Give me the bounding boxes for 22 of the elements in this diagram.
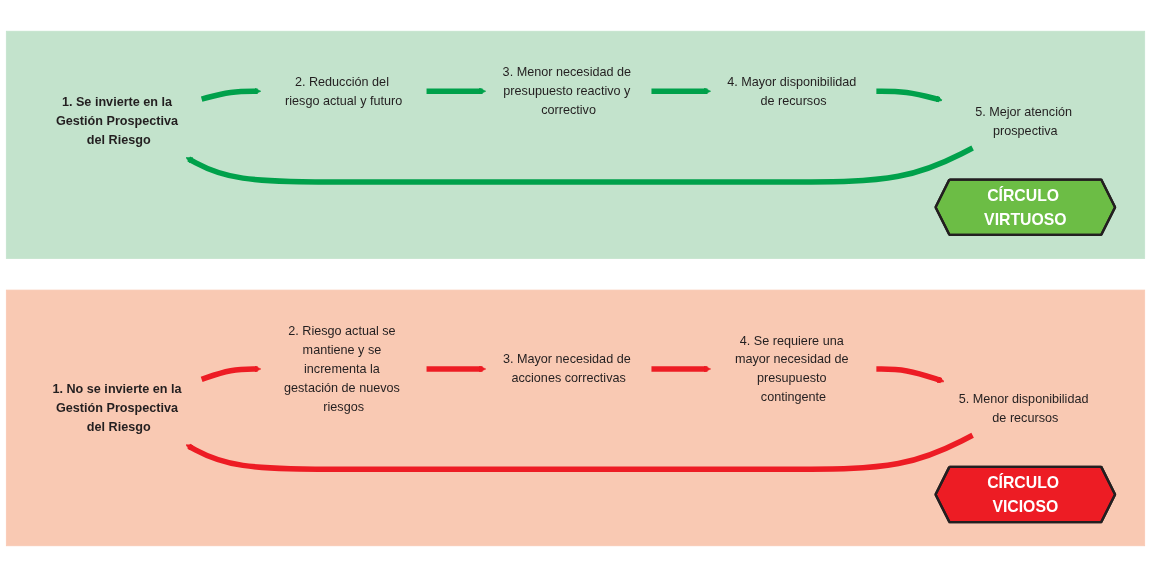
node-text: 4. Se requiere una mayor necesidad de presupuesto contingente — [734, 333, 849, 404]
node-text: 5. Mejor atención prospectiva — [975, 104, 1072, 137]
cluster — [5, 289, 1146, 547]
arrow — [651, 365, 711, 373]
arrow — [651, 87, 711, 95]
arrow — [876, 366, 945, 384]
arrow — [200, 87, 262, 102]
arrow — [876, 88, 943, 103]
arrow — [200, 365, 262, 382]
arrow — [426, 365, 487, 373]
arrow — [185, 145, 974, 185]
node-text: 2. Reducción del riesgo actual y futuro — [285, 74, 403, 107]
node-text: 1. No se invierte en la Gestión Prospectiva del Riesgo — [52, 382, 182, 434]
node-text: 3. Mayor necesidad de acciones correctivas — [502, 352, 631, 385]
arrow — [185, 432, 974, 472]
node-text: 3. Menor necesidad de presupuesto reactivo y correctivo — [502, 65, 632, 117]
node-text: 4. Mayor disponibilidad de recursos — [727, 74, 857, 107]
node-text: 1. Se invierte en la Gestión Prospectiva del Riesgo — [55, 95, 179, 147]
arrow — [426, 87, 487, 95]
cluster — [5, 30, 1146, 259]
node-text: 5. Menor disponibilidad de recursos — [958, 391, 1089, 425]
node-text: 2. Riesgo actual se mantiene y se incrementa la gestación de nuevos riesgos — [284, 324, 400, 414]
